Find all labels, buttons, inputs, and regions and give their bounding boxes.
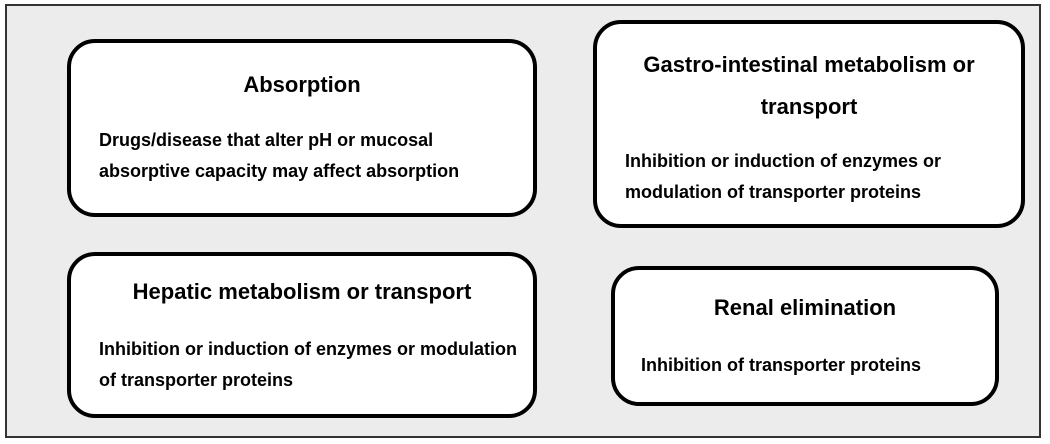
absorption-box: Absorption Drugs/disease that alter pH o… xyxy=(67,39,537,217)
gastrointestinal-box: Gastro-intestinal metabolism or transpor… xyxy=(593,20,1025,228)
absorption-title: Absorption xyxy=(243,72,361,97)
hepatic-title: Hepatic metabolism or transport xyxy=(132,279,472,304)
absorption-description: Drugs/disease that alter pH or mucosal a… xyxy=(99,130,460,181)
gastrointestinal-title: Gastro-intestinal metabolism or transpor… xyxy=(643,52,975,119)
hepatic-box: Hepatic metabolism or transport Inhibiti… xyxy=(67,252,537,418)
renal-description: Inhibition of transporter proteins xyxy=(641,355,921,375)
renal-title: Renal elimination xyxy=(713,295,897,320)
gastrointestinal-description: Inhibition or induction of enzymes or mo… xyxy=(625,151,941,202)
renal-box: Renal elimination Inhibition of transpor… xyxy=(611,266,999,406)
hepatic-description: Inhibition or induction of enzymes or mo… xyxy=(99,339,517,390)
diagram-frame: Absorption Drugs/disease that alter pH o… xyxy=(5,4,1041,438)
